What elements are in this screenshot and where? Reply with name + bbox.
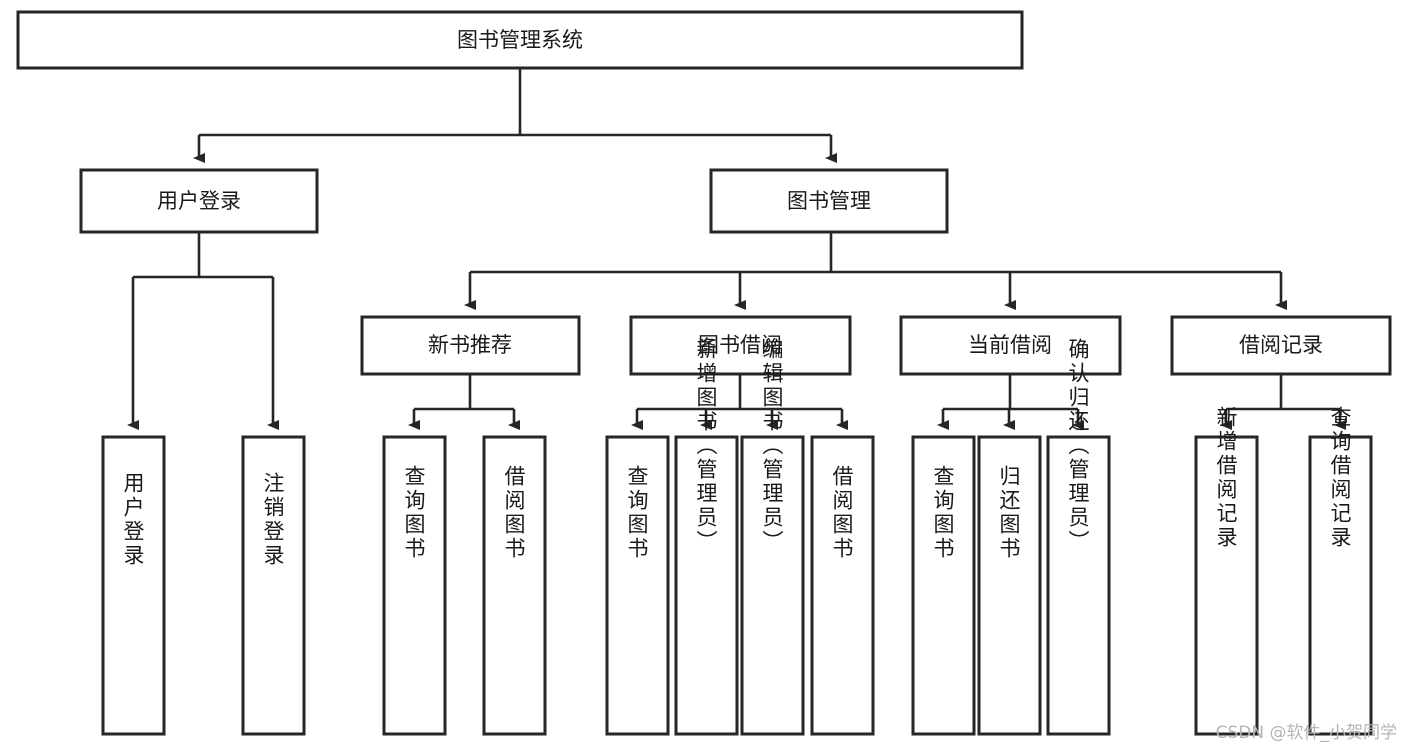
node-new-book-recommend-box[interactable] [360,315,581,376]
node-leaf-confirm-return-admin-label: 确认归还（管理员） [1066,338,1090,554]
node-current-borrow-box[interactable] [899,315,1122,376]
node-leaf-logout-label: 注销登录 [261,472,285,568]
node-book-borrow-label: 图书借阅 [698,333,782,357]
node-user-login[interactable]: 用户登录 [79,168,319,234]
node-leaf-return-book[interactable]: 归还图书 [977,435,1042,736]
node-user-login-label: 用户登录 [157,189,241,213]
node-root[interactable]: 图书管理系统 [16,10,1024,70]
node-leaf-logout-box[interactable] [241,435,306,736]
node-leaf-edit-book-admin-box[interactable] [740,435,805,736]
node-book-manage[interactable]: 图书管理 [709,168,949,234]
node-new-book-recommend-label: 新书推荐 [428,333,512,357]
node-book-borrow[interactable]: 图书借阅 [629,315,852,376]
node-leaf-borrow-book[interactable]: 借阅图书 [810,435,875,736]
node-leaf-borrow-book-rec-label: 借阅图书 [502,465,526,561]
node-leaf-borrow-book-box[interactable] [810,435,875,736]
node-leaf-query-book-borrow-box[interactable] [605,435,670,736]
node-book-manage-label: 图书管理 [787,189,871,213]
node-borrow-record[interactable]: 借阅记录 [1170,315,1392,376]
node-leaf-return-book-label: 归还图书 [997,465,1021,561]
node-leaf-add-borrow-record-label: 新增借阅记录 [1214,406,1238,550]
node-leaf-query-book-rec-label: 查询图书 [402,465,426,561]
node-layer: 图书管理系统 用户登录 图书管理 新书推荐 图书借阅 [16,10,1392,736]
node-leaf-borrow-book-rec[interactable]: 借阅图书 [482,435,547,736]
node-leaf-query-borrow-record-label: 查询借阅记录 [1328,406,1352,550]
node-borrow-record-label: 借阅记录 [1239,333,1323,357]
node-leaf-borrow-book-rec-box[interactable] [482,435,547,736]
node-leaf-query-book-cur[interactable]: 查询图书 [911,435,976,736]
node-root-box[interactable] [16,10,1024,70]
node-leaf-confirm-return-admin[interactable]: 确认归还（管理员） [1046,338,1111,736]
node-leaf-edit-book-admin-label: 编辑图书（管理员） [760,338,784,554]
node-leaf-edit-book-admin[interactable]: 编辑图书（管理员） [740,338,805,736]
node-root-label: 图书管理系统 [457,28,583,52]
node-leaf-query-book-cur-label: 查询图书 [931,465,955,561]
node-leaf-user-login-label: 用户登录 [121,472,145,568]
node-book-borrow-box[interactable] [629,315,852,376]
node-leaf-query-book-borrow-label: 查询图书 [625,465,649,561]
node-leaf-user-login-box[interactable] [101,435,166,736]
node-leaf-add-book-admin-box[interactable] [674,435,739,736]
node-current-borrow[interactable]: 当前借阅 [899,315,1122,376]
node-leaf-add-borrow-record[interactable]: 新增借阅记录 [1194,406,1259,736]
node-borrow-record-box[interactable] [1170,315,1392,376]
edge-layer [127,68,1346,430]
node-leaf-query-book-rec-box[interactable] [382,435,447,736]
node-user-login-box[interactable] [79,168,319,234]
node-leaf-user-login[interactable]: 用户登录 [101,435,166,736]
node-new-book-recommend[interactable]: 新书推荐 [360,315,581,376]
node-leaf-query-borrow-record-box[interactable] [1308,435,1373,736]
node-leaf-query-book-rec[interactable]: 查询图书 [382,435,447,736]
node-leaf-borrow-book-label: 借阅图书 [830,465,854,561]
node-leaf-return-book-box[interactable] [977,435,1042,736]
node-leaf-query-borrow-record[interactable]: 查询借阅记录 [1308,406,1373,736]
node-leaf-confirm-return-admin-box[interactable] [1046,435,1111,736]
node-current-borrow-label: 当前借阅 [968,333,1052,357]
node-leaf-query-book-cur-box[interactable] [911,435,976,736]
node-leaf-add-book-admin-label: 新增图书（管理员） [694,338,718,554]
node-leaf-logout[interactable]: 注销登录 [241,435,306,736]
node-leaf-add-borrow-record-box[interactable] [1194,435,1259,736]
node-leaf-query-book-borrow[interactable]: 查询图书 [605,435,670,736]
node-leaf-add-book-admin[interactable]: 新增图书（管理员） [674,338,739,736]
node-book-manage-box[interactable] [709,168,949,234]
